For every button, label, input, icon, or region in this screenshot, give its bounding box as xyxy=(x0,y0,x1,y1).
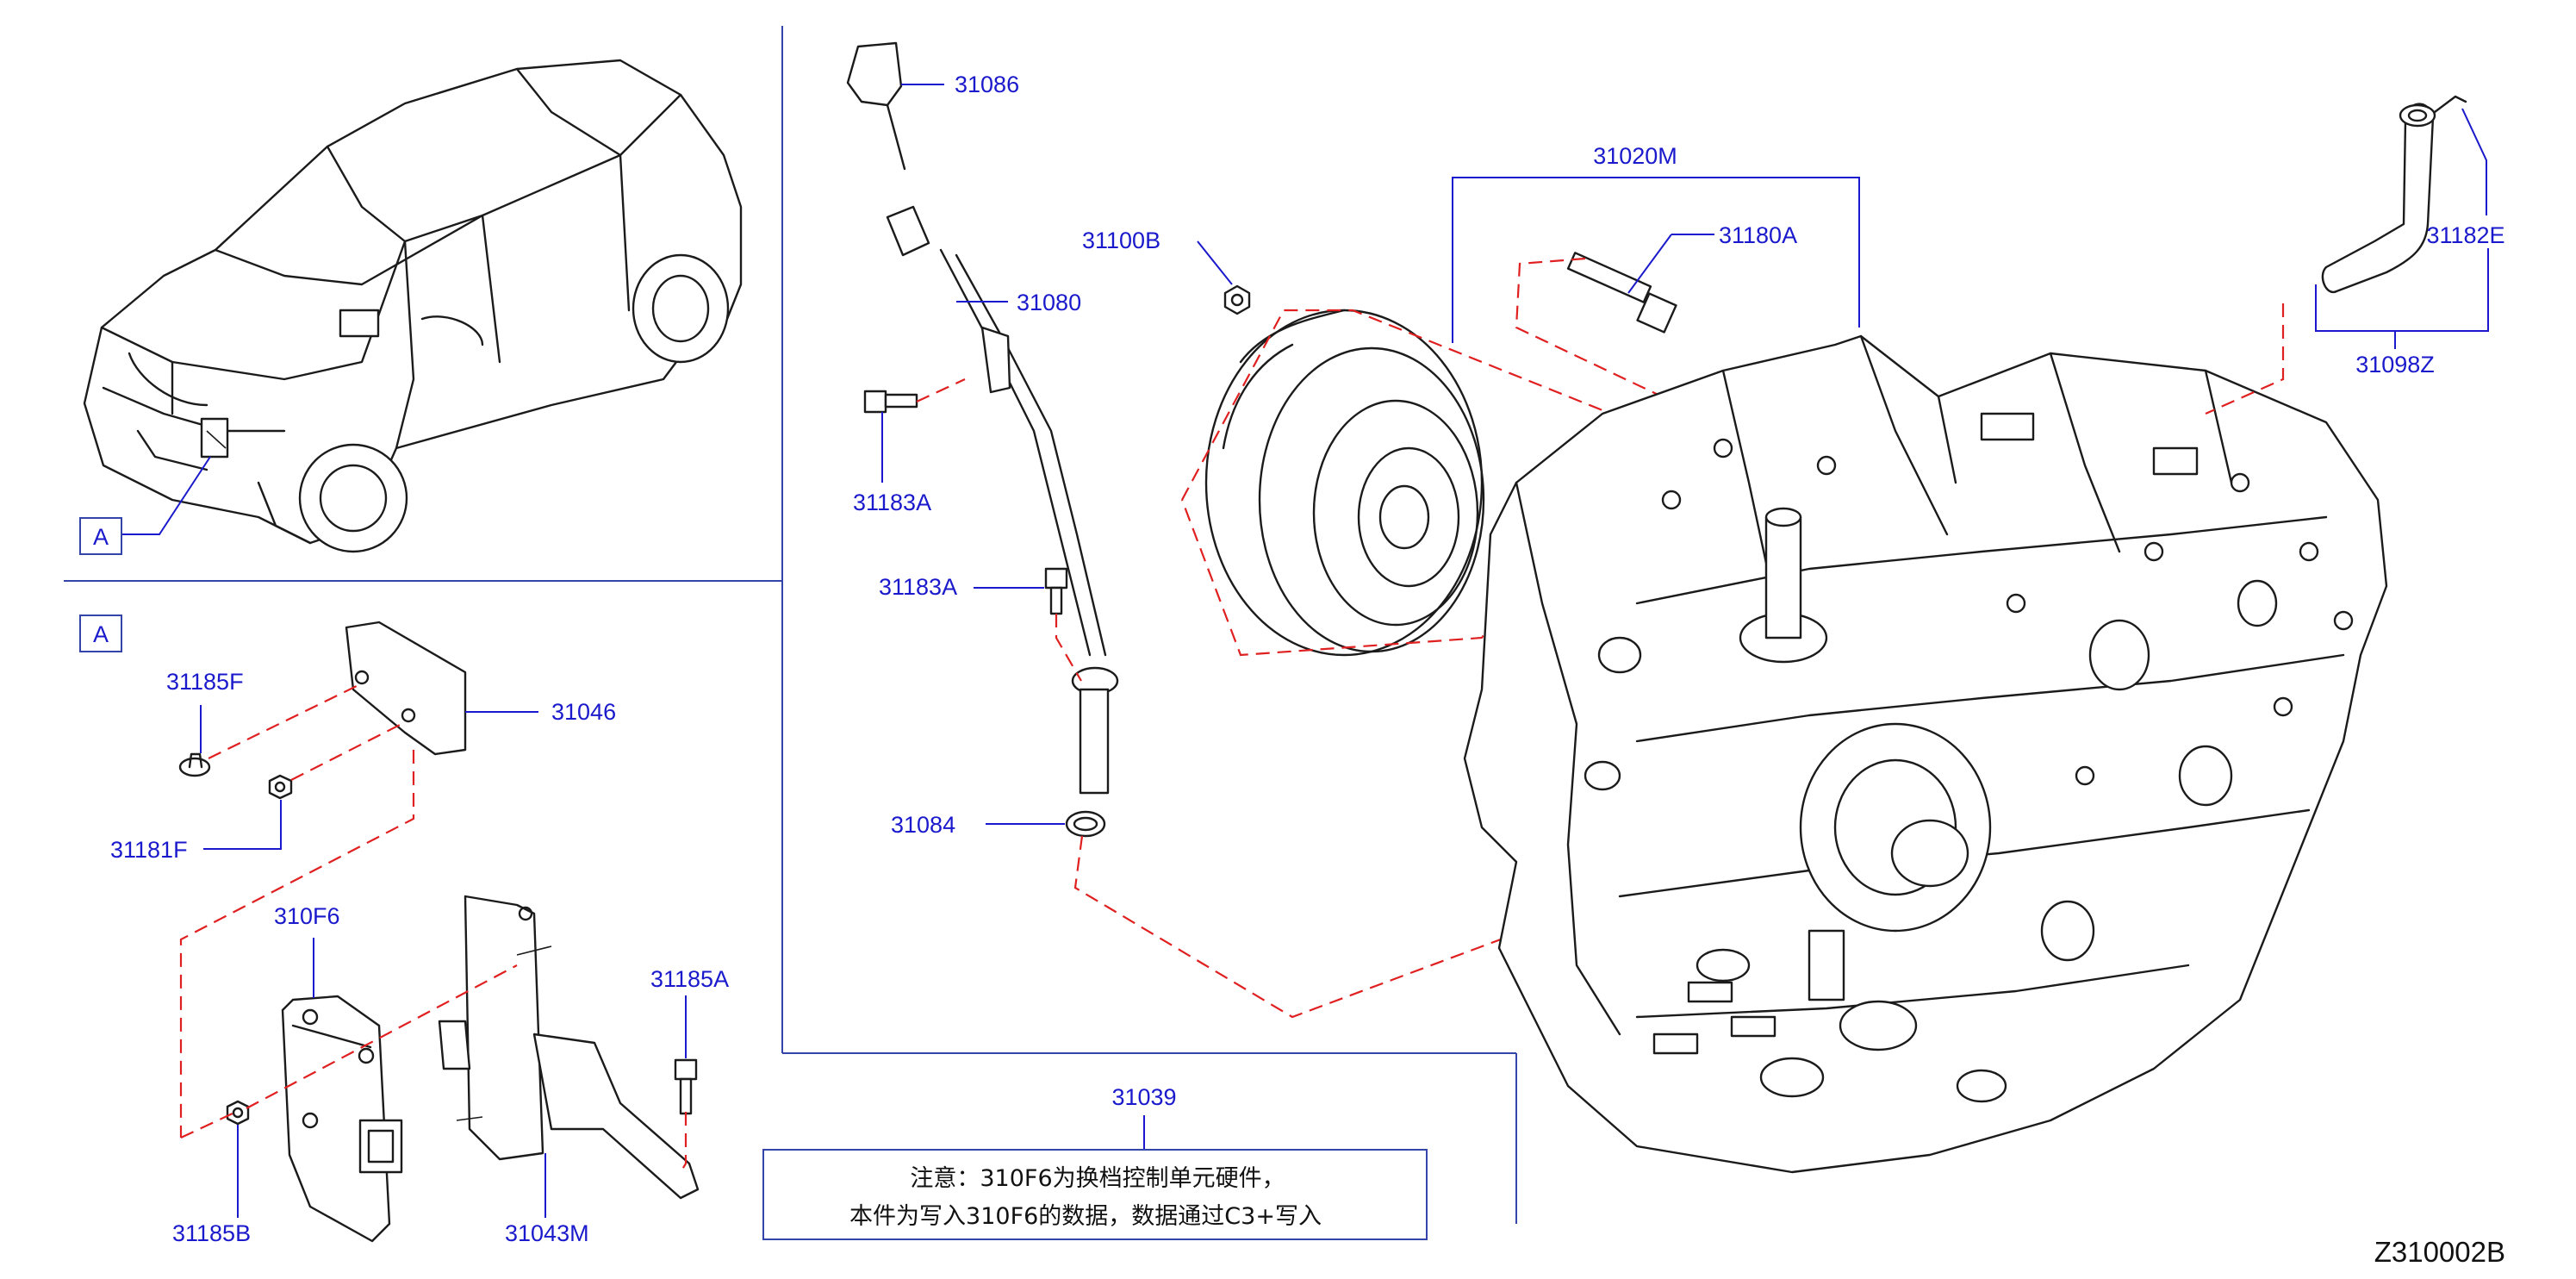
clamp-31182e xyxy=(2399,95,2467,128)
bolt-31185a xyxy=(674,1058,698,1115)
label-31020m: 31020M xyxy=(1593,143,1677,169)
note-box xyxy=(762,1149,1428,1240)
bolt-31183a-upper xyxy=(863,390,918,414)
label-31086: 31086 xyxy=(955,72,1019,97)
panel-dividers xyxy=(64,26,1517,1224)
dashed-guides-section-a xyxy=(179,684,688,1173)
dash-31084 xyxy=(1073,835,1664,1019)
dash-31183a-lower xyxy=(1055,614,1082,682)
label-31100b: 31100B xyxy=(1082,228,1160,253)
tube-31080 xyxy=(886,205,1119,795)
bracket-31020m xyxy=(1452,177,1860,343)
label-31185a: 31185A xyxy=(650,966,729,992)
control-unit-310f6 xyxy=(281,995,403,1243)
dash-31180a xyxy=(1515,257,1681,406)
bracket-31098z xyxy=(2315,248,2489,332)
view-marker-box xyxy=(79,517,122,555)
dash-31098z xyxy=(2205,303,2285,415)
label-31039: 31039 xyxy=(1111,1084,1176,1110)
bolt-31180a xyxy=(1566,252,1677,334)
section-a-box xyxy=(79,615,122,652)
label-31183a-lower: 31183A xyxy=(879,574,957,600)
o-ring-31084 xyxy=(1065,810,1106,838)
label-31046: 31046 xyxy=(551,699,616,725)
label-31098z: 31098Z xyxy=(2355,352,2435,377)
label-31181f: 31181F xyxy=(110,837,188,863)
label-31043m: 31043M xyxy=(505,1220,589,1246)
leader-31181f xyxy=(203,800,282,850)
view-marker-label: A xyxy=(93,524,109,550)
nut-31100b xyxy=(1223,284,1251,315)
label-31185f: 31185F xyxy=(166,669,244,695)
dipstick-31086 xyxy=(846,41,906,171)
label-31080: 31080 xyxy=(1017,290,1081,315)
diagram-id: Z310002B xyxy=(2374,1236,2505,1268)
dash-31183a-upper xyxy=(916,378,966,402)
breather-hose-31098z xyxy=(2321,103,2435,294)
leader-31180a xyxy=(1627,234,1672,294)
bracket-31043m xyxy=(438,895,700,1200)
section-a-label: A xyxy=(93,621,109,647)
note-line-2: 本件为写入310F6的数据，数据通过C3+写入 xyxy=(849,1203,1322,1230)
label-31084: 31084 xyxy=(891,812,955,838)
marker-a-leader xyxy=(122,456,211,535)
torque-converter xyxy=(1204,309,1485,657)
transmission-assembly xyxy=(1463,334,2388,1174)
bolt-31183a-lower xyxy=(1044,567,1068,615)
nut-31181f xyxy=(268,774,293,800)
label-31182e: 31182E xyxy=(2426,222,2504,248)
note-line-1: 注意：310F6为换档控制单元硬件， xyxy=(910,1165,1285,1192)
leader-31100b xyxy=(1197,240,1233,285)
leader-31182e xyxy=(2461,108,2487,215)
clip-31185f xyxy=(178,752,211,777)
nut-31185b xyxy=(226,1100,250,1126)
label-31180a: 31180A xyxy=(1719,222,1797,248)
label-31185b: 31185B xyxy=(172,1220,251,1246)
vehicle-overview xyxy=(83,59,743,553)
bracket-31046 xyxy=(345,621,467,756)
label-310f6: 310F6 xyxy=(274,903,340,929)
label-31183a-upper: 31183A xyxy=(853,490,931,515)
